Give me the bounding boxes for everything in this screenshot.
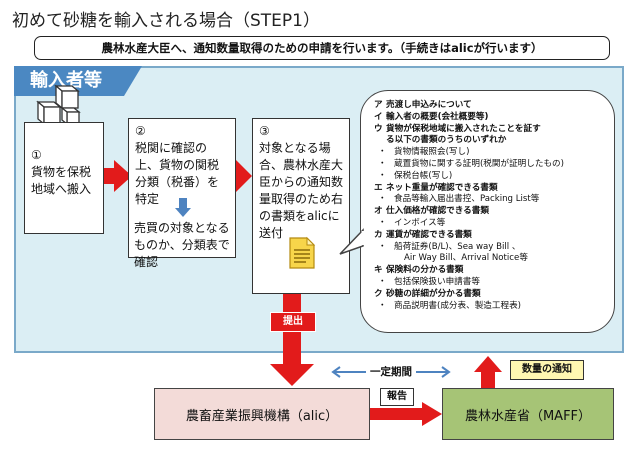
maff-label: 農林水産省（MAFF） — [464, 408, 592, 424]
doc-subitem: ・インボイス等 — [378, 217, 446, 228]
doc-subitem: ・食品等輸入届出書控、Packing List等 — [378, 194, 540, 205]
report-label: 報告 — [380, 388, 414, 406]
step-2-text: 税関に確認の上、貨物の関税分類（税番）を特定 — [135, 141, 220, 206]
doc-item: イ輸入者の概要(会社概要等) — [374, 111, 489, 122]
doc-subitem-continued: Air Way Bill、Arrival Notice等 — [404, 253, 528, 264]
quantity-notice-label: 数量の通知 — [510, 360, 584, 380]
step-3-text: 対象となる場合、農林水産大臣からの通知数量取得のため右の書類をalicに送付 — [259, 141, 344, 240]
doc-item: キ保険料の分かる書類 — [374, 265, 464, 276]
step-2-subtext: 売買の対象となるものか、分類表で確認 — [134, 221, 230, 269]
step-2-number: ② — [135, 124, 146, 138]
notice-arrow-head — [474, 356, 502, 372]
report-arrow-body — [370, 408, 424, 420]
submit-arrow-head — [270, 364, 314, 386]
arrow-2-head — [236, 160, 252, 192]
blue-down-arrow-icon — [175, 208, 191, 217]
cargo-boxes-icon — [36, 84, 81, 126]
maff-box: 農林水産省（MAFF） — [442, 388, 614, 440]
bubble-pointer — [339, 228, 364, 255]
doc-item: る以下の書類のうちのいずれか — [386, 135, 507, 146]
report-arrow-head — [422, 402, 442, 426]
fixed-period-label: 一定期間 — [370, 366, 412, 378]
documents-bubble — [360, 90, 615, 333]
alic-label: 農畜産業振興機構（alic） — [185, 408, 339, 424]
fixed-period-arrow-icon — [331, 366, 451, 378]
doc-subitem: ・包括保険扱い申請書等 — [378, 276, 480, 287]
doc-item: カ運賃が確認できる書類 — [374, 229, 472, 240]
step-3-number: ③ — [259, 124, 270, 138]
required-documents-list: ア売渡し申込みについて イ輸入者の概要(会社概要等) ウ貨物が保税地域に搬入され… — [374, 100, 610, 312]
page-title: 初めて砂糖を輸入される場合（STEP1） — [12, 11, 320, 31]
doc-subitem: ・貨物情報照会(写し) — [378, 147, 470, 158]
step-1-box: ① 貨物を保税地域へ搬入 — [24, 122, 104, 234]
doc-item: オ仕入価格が確認できる書類 — [374, 206, 489, 217]
doc-item: ク砂糖の詳細が分かる書類 — [374, 288, 481, 299]
arrow-1-body — [104, 168, 114, 184]
blue-arrow-body — [179, 198, 187, 208]
doc-item: ウ貨物が保税地域に搬入されたことを証す — [374, 123, 541, 134]
doc-item: ア売渡し申込みについて — [374, 100, 472, 110]
procedure-banner: 農林水産大臣へ、通知数量取得のための申請を行います。（手続きはalicが行います… — [34, 36, 610, 60]
doc-item: エネット重量が確認できる書類 — [374, 182, 498, 193]
step-1-text: 貨物を保税地域へ搬入 — [31, 165, 92, 196]
doc-subitem: ・蔵置貨物に関する証明(税関が証明したもの) — [378, 158, 564, 169]
panel-header-tail — [124, 66, 142, 96]
doc-subitem: ・商品説明書(成分表、製造工程表) — [378, 300, 522, 311]
step-2-box: ② 税関に確認の上、貨物の関税分類（税番）を特定 — [128, 118, 236, 258]
doc-subitem: ・船荷証券(B/L)、Sea way Bill 、 — [378, 241, 521, 252]
submit-label: 提出 — [270, 312, 316, 332]
doc-subitem: ・保税台帳(写し) — [378, 170, 453, 181]
document-icon — [289, 236, 316, 269]
alic-box: 農畜産業振興機構（alic） — [154, 388, 370, 440]
step-1-number: ① — [31, 148, 42, 162]
notice-arrow-body — [481, 371, 495, 388]
arrow-1-head — [114, 160, 132, 192]
